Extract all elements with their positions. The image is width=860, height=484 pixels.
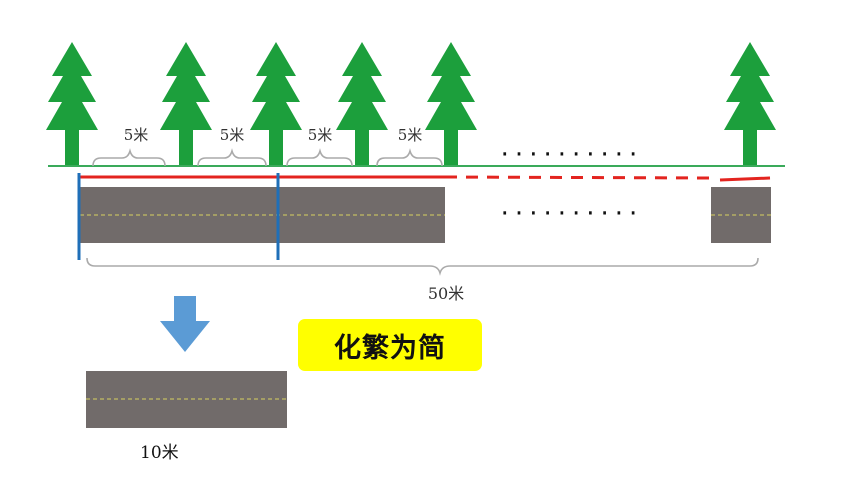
tree-row [46, 42, 776, 166]
pine-tree-icon [160, 42, 212, 166]
down-arrow-icon [160, 296, 210, 352]
pine-tree-icon [250, 42, 302, 166]
ellipsis-dots-top: ·········· [501, 140, 644, 170]
gap-braces [92, 148, 443, 167]
red-line-end [719, 176, 771, 182]
total-length-label: 50米 [428, 284, 464, 303]
pine-tree-icon [46, 42, 98, 166]
total-brace [86, 257, 759, 276]
pine-tree-icon [336, 42, 388, 166]
gap-label: 5米 [398, 126, 423, 144]
gap-label: 5米 [124, 126, 149, 144]
simplify-callout: 化繁为简 [298, 319, 482, 371]
pine-tree-icon [425, 42, 477, 166]
gap-label: 5米 [220, 126, 245, 144]
gap-label: 5米 [308, 126, 333, 144]
pine-tree-icon [724, 42, 776, 166]
ellipsis-dots-road: ·········· [501, 199, 644, 229]
red-line-dashed [444, 175, 713, 180]
segment-length-label: 10米 [140, 443, 179, 463]
